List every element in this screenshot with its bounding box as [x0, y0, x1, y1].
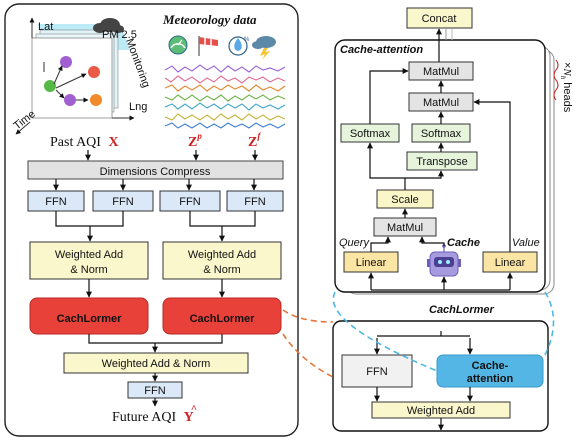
concat-box: [406, 7, 473, 29]
zp-label: Zp: [188, 131, 202, 150]
value-label: Value: [512, 237, 540, 249]
wa-to-cachlormer-arrows: [86, 279, 225, 298]
storm-cloud-icon: [252, 36, 276, 60]
weighted-add-norm-box-2: [162, 241, 282, 280]
gauge-icon: [168, 35, 188, 55]
ffn-box-right: [341, 354, 413, 388]
meteorology-title: Meteorology data: [162, 12, 257, 27]
ffn-label-1: FFN: [45, 196, 66, 208]
weighted-add-norm-1-line2: & Norm: [70, 264, 107, 276]
query-label: Query: [339, 237, 370, 249]
dashed-connector-orange: [282, 309, 334, 323]
spatiotemporal-grid-icon: [15, 17, 135, 135]
weighted-add-norm-1-line1: Weighted Add: [55, 249, 123, 261]
ffn-merge-arrows: [55, 211, 256, 242]
cache-attention-btn-line1: Cache-: [472, 360, 509, 372]
wind-sock-icon: [198, 36, 218, 56]
weighted-add-label-right: Weighted Add: [407, 405, 475, 417]
zf-label: Zf: [248, 131, 261, 150]
matmul-box-top: [408, 61, 474, 81]
humidity-icon: %: [228, 36, 250, 56]
ffn-row: FFN FFN FFN FFN: [27, 190, 284, 212]
dims-to-ffn-arrows: [53, 179, 257, 191]
dimensions-compress-label: Dimensions Compress: [100, 166, 211, 178]
future-aqi-hat: ^: [191, 403, 197, 415]
bottom-ffn-label: FFN: [144, 385, 165, 397]
cachlormer-block-1-label: CachLormer: [57, 313, 123, 325]
weighted-add-norm-box-1: [29, 241, 149, 280]
softmax-left-to-matmul-arrow: [369, 68, 409, 124]
bottom-weighted-add-norm-box: [63, 352, 249, 374]
dashed-connector-blue: [544, 291, 555, 356]
ffn-label-2: FFN: [112, 196, 133, 208]
softmax-label-right: Softmax: [421, 128, 462, 140]
bottom-weighted-add-norm-label: Weighted Add & Norm: [102, 358, 211, 370]
transpose-box: [406, 151, 478, 171]
dashed-connector-blue-2: [332, 291, 438, 372]
cloud-icon: [93, 18, 124, 33]
scale-to-softmax-arrow: [367, 142, 406, 190]
scale-to-transpose-arrow: [405, 170, 444, 179]
softmax-label-left: Softmax: [350, 128, 391, 140]
dimensions-compress-box: [27, 160, 284, 180]
past-aqi-label: Past AQI X: [50, 135, 119, 150]
svg-text:%: %: [244, 37, 250, 43]
weighted-add-norm-2-line2: & Norm: [203, 264, 240, 276]
cache-attention-button: [436, 354, 544, 388]
linear-label-value: Linear: [495, 257, 526, 269]
cache-attention-title: Cache-attention: [340, 44, 423, 56]
weighted-add-norm-2-line1: Weighted Add: [188, 249, 256, 261]
cachlormer-title: CachLormer: [429, 304, 495, 316]
meteorology-timeseries: [164, 64, 286, 129]
axis-lng-label: Lng: [129, 101, 147, 113]
cache-attention-btn-line2: attention: [467, 373, 514, 385]
pm25-badge: PM 2.5: [102, 29, 137, 41]
heads-label: ×Nhheads: [559, 62, 573, 113]
linear-label-query: Linear: [356, 257, 387, 269]
input-arrows: [85, 150, 258, 161]
matmul-label-bottom: MatMul: [387, 222, 423, 234]
scale-label: Scale: [391, 194, 419, 206]
future-aqi-label: Future AQI Y: [112, 410, 194, 425]
linear-arrows: [368, 99, 513, 291]
transpose-label: Transpose: [416, 156, 468, 168]
matmul-label-mid: MatMul: [423, 97, 459, 109]
ffn-label-3: FFN: [179, 196, 200, 208]
cachlormer-block-2-label: CachLormer: [190, 313, 256, 325]
matmul-label-top: MatMul: [423, 66, 459, 78]
axis-lat-label: Lat: [38, 21, 53, 33]
cache-label: Cache: [447, 237, 480, 249]
ffn-label-right: FFN: [366, 366, 387, 378]
ffn-label-4: FFN: [244, 196, 265, 208]
dashed-connector-orange-2: [282, 333, 334, 378]
concat-label: Concat: [422, 13, 457, 25]
robot-icon: [427, 244, 461, 277]
cachlormer-merge-arrows: [88, 334, 223, 353]
cachlormer-detail-arrows: [374, 331, 473, 431]
heads-brace-icon: [553, 59, 559, 101]
